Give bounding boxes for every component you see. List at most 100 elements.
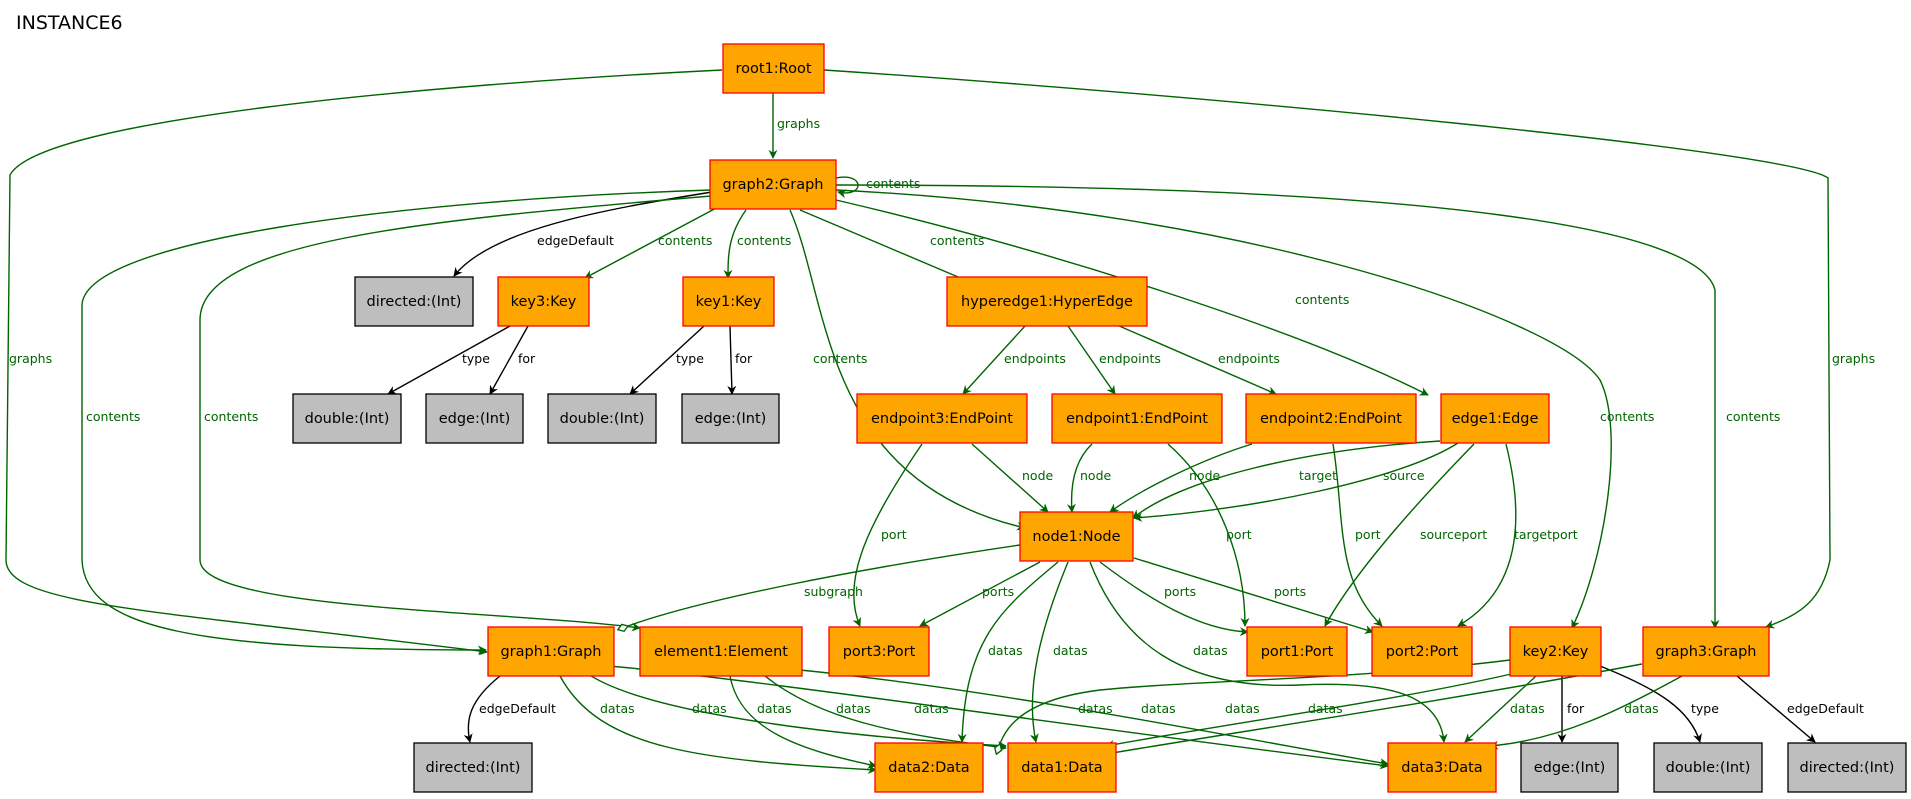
svg-text:node1:Node: node1:Node [1032,529,1120,545]
edge-label-datas: datas [914,701,949,716]
node-key1: key1:Key [682,276,775,327]
svg-text:data2:Data: data2:Data [888,760,969,776]
node-edge1: edge1:Edge [1440,393,1550,444]
svg-text:graph2:Graph: graph2:Graph [722,177,823,193]
edge-label-type: type [1691,701,1719,716]
edge-label-datas: datas [600,701,635,716]
edge-hyperedge1-endpoint1: endpoints [1067,325,1161,395]
edge-edge1-port1: sourceport [1324,443,1487,627]
svg-text:double:(Int): double:(Int) [1666,760,1751,776]
edge-label-edgeDefault: edgeDefault [537,233,614,248]
svg-text:endpoint2:EndPoint: endpoint2:EndPoint [1260,411,1402,427]
edge-label-contents: contents [204,409,258,424]
edge-label-contents: contents [658,233,712,248]
edge-label-contents: contents [1295,292,1349,307]
svg-text:data3:Data: data3:Data [1401,760,1482,776]
edge-label-datas: datas [1624,701,1659,716]
edge-endpoint2-port2: port [1332,443,1383,627]
edge-endpoint1-port1: port [1167,443,1252,627]
node-key3: key3:Key [497,276,590,327]
edge-endpoint3-port3: port [852,443,923,627]
node-endpoint3: endpoint3:EndPoint [856,393,1028,444]
svg-text:port3:Port: port3:Port [843,644,916,660]
edge-label-ports: ports [1164,584,1196,599]
edge-root1-graph2: graphs [768,89,820,159]
edge-graph2-edge1: contents [835,199,1429,396]
edge-element1-data2: datas [729,675,877,769]
edge-graph3-data1: datas [1105,663,1643,758]
svg-text:edge1:Edge: edge1:Edge [1452,411,1539,427]
edge-key3-edge: for [489,325,536,395]
diagram-title: INSTANCE6 [16,12,123,34]
edge-key1-edge: for [727,325,753,395]
edge-label-contents: contents [1600,409,1654,424]
svg-text:port2:Port: port2:Port [1386,644,1459,660]
node-hyperedge1: hyperedge1:HyperEdge [946,276,1148,327]
svg-text:port1:Port: port1:Port [1261,644,1334,660]
edge-key2-edge: for [1557,676,1585,743]
edge-graph2-hyperedge1: contents [799,209,984,286]
edge-label-datas: datas [692,701,727,716]
svg-text:edge:(Int): edge:(Int) [1534,760,1606,776]
edge-graph2-key3: contents [584,205,721,279]
edge-label-datas: datas [1225,701,1260,716]
edge-label-target: target [1299,468,1337,483]
node-port2: port2:Port [1371,626,1473,677]
svg-text:key3:Key: key3:Key [511,294,577,310]
edge-node1-graph1-subgraph: subgraph [628,544,1021,626]
edge-label-datas: datas [1308,701,1343,716]
edge-label-sourceport: sourceport [1420,527,1487,542]
edge-label-contents: contents [930,233,984,248]
edge-hyperedge1-endpoint2: endpoints [1109,321,1280,395]
svg-text:edge:(Int): edge:(Int) [439,411,511,427]
edge-graph2-graph1: contents [81,189,712,655]
svg-text:hyperedge1:HyperEdge: hyperedge1:HyperEdge [961,294,1133,310]
node-endpoint1: endpoint1:EndPoint [1051,393,1223,444]
edge-root1-graph3: graphs [823,69,1875,629]
node-key2: key2:Key [1509,626,1602,677]
node-endpoint2: endpoint2:EndPoint [1245,393,1417,444]
edge-label-contents: contents [737,233,791,248]
svg-text:edge:(Int): edge:(Int) [695,411,767,427]
edge-label-graphs: graphs [9,351,52,366]
node-graph1: graph1:Graph [487,626,615,677]
edge-label-endpoints: endpoints [1004,351,1066,366]
svg-text:root1:Root: root1:Root [735,61,811,77]
edge-key3-double: type [387,325,511,395]
edge-graph2-node1: contents [789,209,1026,531]
edge-label-ports: ports [982,584,1014,599]
edge-label-datas: datas [1053,643,1088,658]
svg-text:directed:(Int): directed:(Int) [1800,760,1895,776]
edge-graph1-directed: edgeDefault [463,675,556,743]
edge-label-port: port [1226,527,1252,542]
edge-node1-data3: datas [1089,561,1448,743]
edge-label-edgeDefault: edgeDefault [479,701,556,716]
svg-text:key2:Key: key2:Key [1523,644,1589,660]
edge-label-for: for [735,351,753,366]
edge-label-datas: datas [1193,643,1228,658]
edge-edge1-node1-target: target [1132,440,1441,519]
edge-label-datas: datas [757,701,792,716]
node-data3: data3:Data [1387,742,1497,793]
node-element1: element1:Element [639,626,803,677]
edge-node1-port1: ports [1099,561,1249,637]
edge-endpoint2-node1: node [1109,443,1253,513]
svg-text:data1:Data: data1:Data [1021,760,1102,776]
edge-label-node: node [1189,468,1221,483]
edge-graph3-directed: edgeDefault [1736,675,1864,743]
edge-label-ports: ports [1274,584,1306,599]
edge-label-datas: datas [1141,701,1176,716]
node-double-int-1: double:(Int) [292,393,402,444]
edge-key2-double: type [1599,665,1719,743]
edge-edge1-node1-source: source [1133,442,1459,522]
node-edge-int-1: edge:(Int) [425,393,524,444]
edge-label-contents: contents [1726,409,1780,424]
node-double-int-3: double:(Int) [1653,742,1763,793]
svg-text:endpoint3:EndPoint: endpoint3:EndPoint [871,411,1013,427]
edge-label-datas: datas [988,643,1023,658]
svg-text:graph1:Graph: graph1:Graph [500,644,601,660]
svg-text:graph3:Graph: graph3:Graph [1655,644,1756,660]
edge-graph3-data3: datas [1489,675,1683,750]
edge-label-type: type [462,351,490,366]
